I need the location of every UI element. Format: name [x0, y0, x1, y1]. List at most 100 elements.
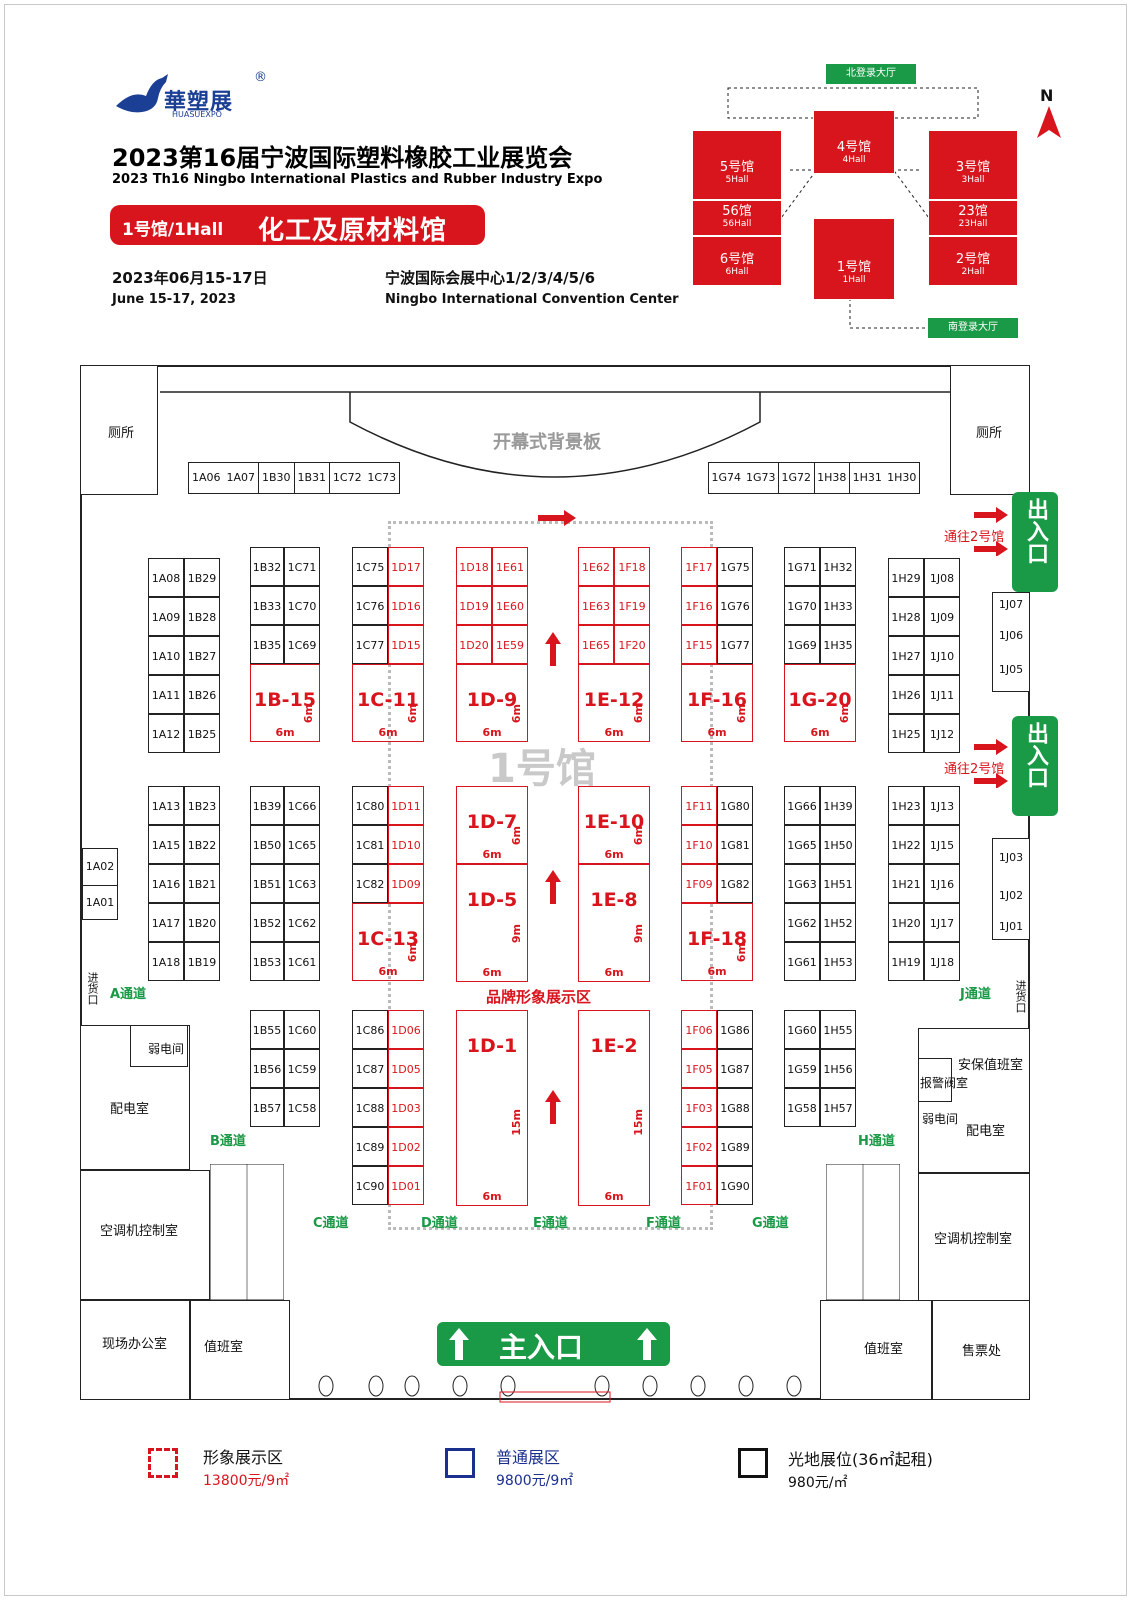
stand[interactable]: 1G70: [784, 586, 820, 625]
stand[interactable]: 1D09: [388, 864, 424, 903]
stand[interactable]: 1C77: [352, 625, 388, 664]
stand[interactable]: 1C87: [352, 1049, 388, 1088]
stand[interactable]: 1D03: [388, 1088, 424, 1127]
stand[interactable]: 1B55: [250, 1010, 284, 1049]
stand[interactable]: 1A09: [148, 597, 184, 636]
stand[interactable]: 1B53: [250, 942, 284, 981]
stand[interactable]: 1H22: [888, 825, 924, 864]
stand[interactable]: 1B19: [184, 942, 220, 981]
stand[interactable]: 1G69: [784, 625, 820, 664]
stand[interactable]: 1J10: [924, 636, 960, 675]
stand[interactable]: 1J12: [924, 714, 960, 753]
stand[interactable]: 1H31: [849, 463, 885, 493]
stand[interactable]: 1J03: [998, 851, 1024, 864]
stand[interactable]: 1G80: [717, 786, 753, 825]
stand[interactable]: 1B26: [184, 675, 220, 714]
stand[interactable]: 1G86: [717, 1010, 753, 1049]
stand[interactable]: 1G58: [784, 1088, 820, 1127]
stand[interactable]: 1H57: [820, 1088, 856, 1127]
stand[interactable]: 1A02: [83, 849, 117, 886]
stand[interactable]: 1A16: [148, 864, 184, 903]
stand[interactable]: 1F17: [681, 547, 717, 586]
stand[interactable]: 1C70: [284, 586, 320, 625]
stand[interactable]: 1H52: [820, 903, 856, 942]
stand[interactable]: 1H33: [820, 586, 856, 625]
stand[interactable]: 1H38: [813, 463, 850, 493]
stand[interactable]: 1J01: [998, 920, 1024, 933]
stand[interactable]: 1C66: [284, 786, 320, 825]
stand[interactable]: 1F03: [681, 1088, 717, 1127]
stand[interactable]: 1D10: [388, 825, 424, 864]
stand[interactable]: 1B21: [184, 864, 220, 903]
stand[interactable]: 1G81: [717, 825, 753, 864]
stand[interactable]: 1H28: [888, 597, 924, 636]
stand[interactable]: 1A07: [226, 471, 256, 484]
stand[interactable]: 1D05: [388, 1049, 424, 1088]
stand[interactable]: 1D06: [388, 1010, 424, 1049]
stand[interactable]: 1G74: [711, 471, 742, 484]
stand[interactable]: 1C75: [352, 547, 388, 586]
stand[interactable]: 1B33: [250, 586, 284, 625]
main-entrance[interactable]: 主入口: [437, 1322, 670, 1366]
stand[interactable]: 1B27: [184, 636, 220, 675]
stand[interactable]: 1H30: [887, 471, 917, 484]
exit-east-1[interactable]: 出入口: [1012, 492, 1058, 592]
stand[interactable]: 1E60: [492, 586, 528, 625]
stand[interactable]: 1B31: [293, 463, 330, 493]
stand[interactable]: 1B30: [258, 463, 294, 493]
stand[interactable]: 1C60: [284, 1010, 320, 1049]
stand[interactable]: 1G88: [717, 1088, 753, 1127]
stand[interactable]: 1G62: [784, 903, 820, 942]
stand[interactable]: 1C65: [284, 825, 320, 864]
stand[interactable]: 1C59: [284, 1049, 320, 1088]
stand[interactable]: 1B56: [250, 1049, 284, 1088]
stand[interactable]: 1C58: [284, 1088, 320, 1127]
stand[interactable]: 1C76: [352, 586, 388, 625]
stand[interactable]: 1H25: [888, 714, 924, 753]
stand[interactable]: 1B52: [250, 903, 284, 942]
stand[interactable]: 1J13: [924, 786, 960, 825]
stand[interactable]: 1D11: [388, 786, 424, 825]
stand[interactable]: 1J15: [924, 825, 960, 864]
stand[interactable]: 1B39: [250, 786, 284, 825]
stand[interactable]: 1B50: [250, 825, 284, 864]
stand[interactable]: 1F10: [681, 825, 717, 864]
stand[interactable]: 1G71: [784, 547, 820, 586]
stand[interactable]: 1F01: [681, 1166, 717, 1205]
stand[interactable]: 1H53: [820, 942, 856, 981]
stand[interactable]: 1G63: [784, 864, 820, 903]
stand[interactable]: 1E62: [578, 547, 614, 586]
stand[interactable]: 1G77: [717, 625, 753, 664]
stand[interactable]: 1F02: [681, 1127, 717, 1166]
stand[interactable]: 1G60: [784, 1010, 820, 1049]
stand[interactable]: 1B28: [184, 597, 220, 636]
stand[interactable]: 1F09: [681, 864, 717, 903]
stand[interactable]: 1F06: [681, 1010, 717, 1049]
stand[interactable]: 1B51: [250, 864, 284, 903]
stand[interactable]: 1H23: [888, 786, 924, 825]
stand[interactable]: 1J11: [924, 675, 960, 714]
stand[interactable]: 1F15: [681, 625, 717, 664]
stand[interactable]: 1C69: [284, 625, 320, 664]
stand[interactable]: 1A11: [148, 675, 184, 714]
stand[interactable]: 1H32: [820, 547, 856, 586]
stand[interactable]: 1H29: [888, 558, 924, 597]
stand[interactable]: 1F18: [614, 547, 650, 586]
stand[interactable]: 1C61: [284, 942, 320, 981]
stand[interactable]: 1A12: [148, 714, 184, 753]
stand[interactable]: 1B35: [250, 625, 284, 664]
stand[interactable]: 1G65: [784, 825, 820, 864]
stand[interactable]: 1J07: [998, 598, 1024, 611]
stand[interactable]: 1J06: [998, 629, 1024, 642]
stand[interactable]: 1F05: [681, 1049, 717, 1088]
stand[interactable]: 1H50: [820, 825, 856, 864]
exit-east-2[interactable]: 出入口: [1012, 716, 1058, 816]
stand[interactable]: 1F16: [681, 586, 717, 625]
stand[interactable]: 1C63: [284, 864, 320, 903]
stand[interactable]: 1B25: [184, 714, 220, 753]
stand[interactable]: 1B57: [250, 1088, 284, 1127]
